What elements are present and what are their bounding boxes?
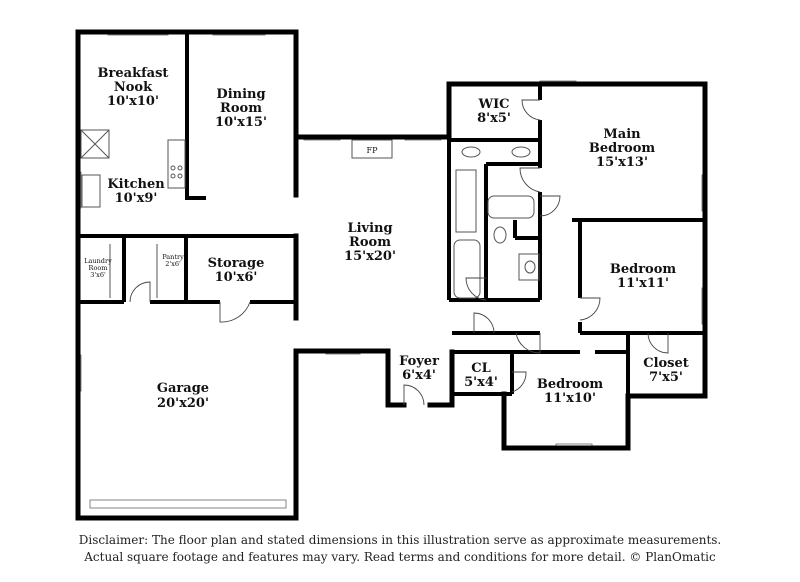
cl-label: CL — [471, 361, 491, 376]
room-cl: CL 5'x4' — [464, 361, 498, 390]
kitchen-dims: 10'x9' — [115, 191, 158, 206]
cl-dims: 5'x4' — [464, 375, 498, 390]
storage-dims: 10'x6' — [215, 270, 258, 285]
breakfast-nook-dims: 10'x10' — [107, 94, 159, 109]
room-pantry: Pantry 2'x6' — [162, 253, 184, 268]
closet-dims: 7'x5' — [649, 370, 683, 385]
laundry-dims: 3'x6' — [90, 271, 106, 279]
storage-label: Storage — [208, 256, 265, 271]
bedroom-2-dims: 11'x11' — [617, 276, 669, 291]
room-storage: Storage 10'x6' — [208, 256, 265, 285]
pantry-dims: 2'x6' — [165, 260, 181, 268]
living-room-label-line1: Living — [347, 221, 392, 236]
walls — [75, 29, 708, 521]
room-laundry: Laundry Room 3'x6' — [84, 257, 112, 279]
room-wic: WIC 8'x5' — [477, 97, 511, 126]
closet-label: Closet — [643, 356, 689, 371]
laundry-label-line1: Laundry — [84, 257, 112, 265]
room-closet: Closet 7'x5' — [643, 356, 689, 385]
bedroom-3-label: Bedroom — [537, 377, 604, 392]
room-bedroom-2: Bedroom 11'x11' — [610, 262, 677, 291]
main-bedroom-dims: 15'x13' — [596, 155, 648, 170]
main-bedroom-label-line1: Main — [603, 127, 641, 142]
dining-room-label-line2: Room — [220, 101, 262, 116]
room-dining-room: Dining Room 10'x15' — [215, 87, 267, 130]
breakfast-nook-label-line2: Nook — [114, 80, 153, 95]
wic-dims: 8'x5' — [477, 111, 511, 126]
laundry-label-line2: Room — [89, 264, 108, 272]
bedroom-2-label: Bedroom — [610, 262, 677, 277]
foyer-label: Foyer — [399, 354, 439, 369]
room-main-bedroom: Main Bedroom 15'x13' — [589, 127, 656, 170]
room-bedroom-3: Bedroom 11'x10' — [537, 377, 604, 406]
garage-label: Garage — [157, 381, 209, 396]
living-room-label-line2: Room — [349, 235, 391, 250]
garage-dims: 20'x20' — [157, 396, 209, 411]
bedroom-3-dims: 11'x10' — [544, 391, 596, 406]
kitchen-label: Kitchen — [107, 177, 165, 192]
room-garage: Garage 20'x20' — [157, 381, 209, 411]
disclaimer: Disclaimer: The floor plan and stated di… — [0, 532, 800, 566]
doors — [129, 99, 669, 406]
room-foyer: Foyer 6'x4' — [399, 354, 439, 383]
fixtures — [80, 129, 540, 299]
dining-room-label-line1: Dining — [216, 87, 265, 102]
dining-room-dims: 10'x15' — [215, 115, 267, 130]
room-living-room: FP Living Room 15'x20' — [344, 146, 396, 264]
room-breakfast-nook: Breakfast Nook 10'x10' — [98, 66, 169, 109]
foyer-dims: 6'x4' — [402, 368, 436, 383]
fireplace-label: FP — [367, 146, 379, 155]
wic-label: WIC — [477, 97, 509, 112]
main-bedroom-label-line2: Bedroom — [589, 141, 656, 156]
living-room-dims: 15'x20' — [344, 249, 396, 264]
room-kitchen: Kitchen 10'x9' — [107, 177, 165, 206]
disclaimer-line-2: Actual square footage and features may v… — [84, 550, 716, 564]
disclaimer-line-1: Disclaimer: The floor plan and stated di… — [78, 533, 722, 547]
pantry-label: Pantry — [162, 253, 184, 261]
breakfast-nook-label-line1: Breakfast — [98, 66, 169, 81]
